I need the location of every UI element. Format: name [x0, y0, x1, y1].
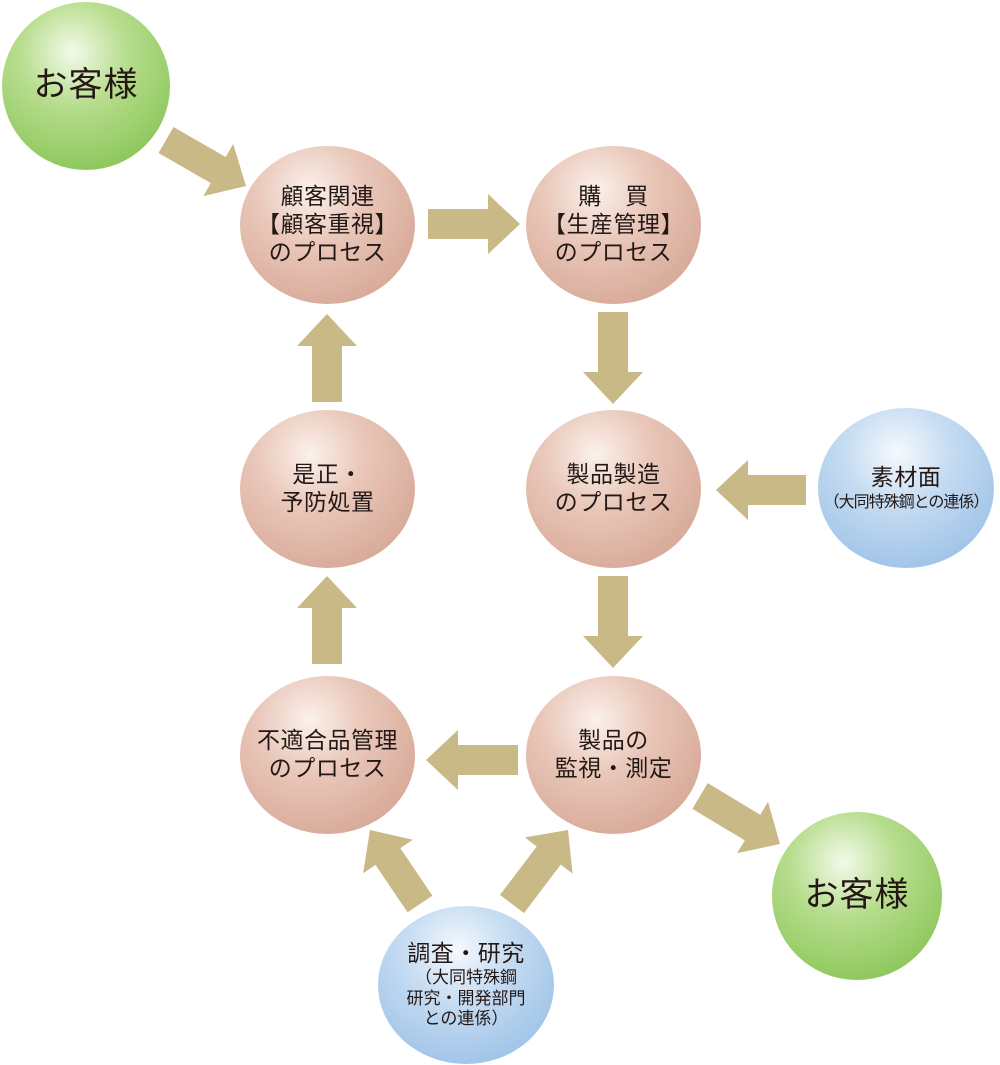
node-materials: 素材面 （大同特殊鋼との連係）	[818, 408, 994, 568]
node-label-line: 研究・開発部門	[406, 988, 526, 1009]
arrow-purchasing-to-manufacturing	[583, 312, 643, 404]
node-label-line: 調査・研究	[407, 940, 525, 967]
node-customer-related-process: 顧客関連 【顧客重視】 のプロセス	[240, 146, 415, 304]
node-label-line: 顧客関連	[280, 183, 375, 210]
arrow-nonconforming-to-corrective	[297, 576, 357, 664]
node-label-line: 素材面	[870, 465, 942, 492]
node-customer-out: お客様	[772, 812, 942, 980]
node-customer-in: お客様	[2, 2, 170, 170]
node-label-line: （大同特殊鋼との連係）	[823, 492, 990, 512]
node-label-line: 是正・	[292, 461, 363, 488]
arrow-research-to-nonconforming	[363, 830, 433, 913]
node-research: 調査・研究 （大同特殊鋼 研究・開発部門 との連係）	[378, 906, 554, 1064]
node-manufacturing-process: 製品製造 のプロセス	[526, 410, 701, 568]
node-monitoring-measurement: 製品の 監視・測定	[526, 676, 701, 834]
node-label-line: のプロセス	[268, 756, 387, 782]
node-customer-out-label: お客様	[804, 875, 910, 916]
arrow-monitoring-to-customer-out	[692, 783, 780, 854]
node-label-line: のプロセス	[554, 490, 673, 516]
node-nonconforming-process: 不適合品管理 のプロセス	[240, 676, 415, 834]
node-customer-in-label: お客様	[33, 65, 139, 106]
node-label-line: のプロセス	[268, 240, 387, 267]
node-label-line: 予防処置	[280, 490, 375, 516]
arrow-customer-in-to-customer-related	[158, 127, 246, 197]
arrow-research-to-monitoring	[500, 830, 573, 914]
node-label-line: 監視・測定	[554, 756, 673, 782]
node-purchasing-process: 購 買 【生産管理】 のプロセス	[526, 146, 701, 304]
node-label-line: 【生産管理】	[543, 211, 684, 238]
node-label-line: との連係）	[423, 1009, 509, 1030]
arrow-corrective-to-customer-related	[297, 314, 357, 402]
node-label-line: のプロセス	[554, 240, 673, 267]
node-corrective-action: 是正・ 予防処置	[240, 410, 415, 568]
arrow-manufacturing-to-monitoring	[583, 576, 643, 668]
node-label-line: （大同特殊鋼	[415, 967, 517, 988]
arrow-materials-to-manufacturing	[716, 460, 806, 520]
arrow-monitoring-to-nonconforming	[426, 730, 518, 790]
arrow-customer-related-to-purchasing	[428, 194, 520, 254]
node-label-line: 購 買	[578, 183, 649, 210]
node-label-line: 製品の	[578, 727, 649, 754]
node-label-line: 【顧客重視】	[257, 211, 398, 238]
node-label-line: 不適合品管理	[257, 727, 398, 754]
node-label-line: 製品製造	[566, 461, 661, 488]
